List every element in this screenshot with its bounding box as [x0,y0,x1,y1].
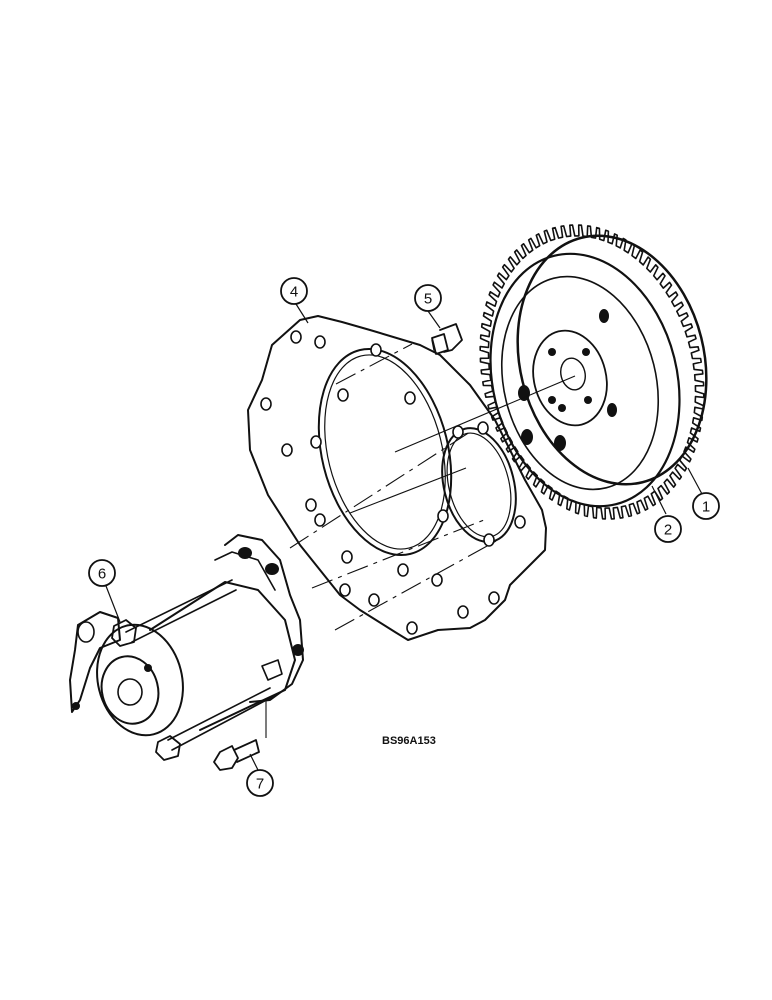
callout-2-label: 2 [664,522,672,539]
callout-5-label: 5 [424,291,432,308]
callout-5: 5 [414,284,442,312]
starter-motor [69,534,304,761]
callout-1: 1 [692,492,720,520]
callout-4-label: 4 [290,284,298,301]
callout-1-label: 1 [702,499,710,516]
callout-6: 6 [88,559,116,587]
callout-4: 4 [280,277,308,305]
callout-leaders [105,303,703,771]
alignment-lines [265,343,576,738]
callout-7-label: 7 [256,776,264,793]
callout-7: 7 [246,769,274,797]
bolt-7 [213,739,260,771]
bolt-5 [431,323,463,355]
callout-6-label: 6 [98,566,106,583]
flywheel [479,224,708,520]
adapter-plate [247,315,547,641]
drawing-code: BS96A153 [382,735,436,747]
callout-2: 2 [654,515,682,543]
